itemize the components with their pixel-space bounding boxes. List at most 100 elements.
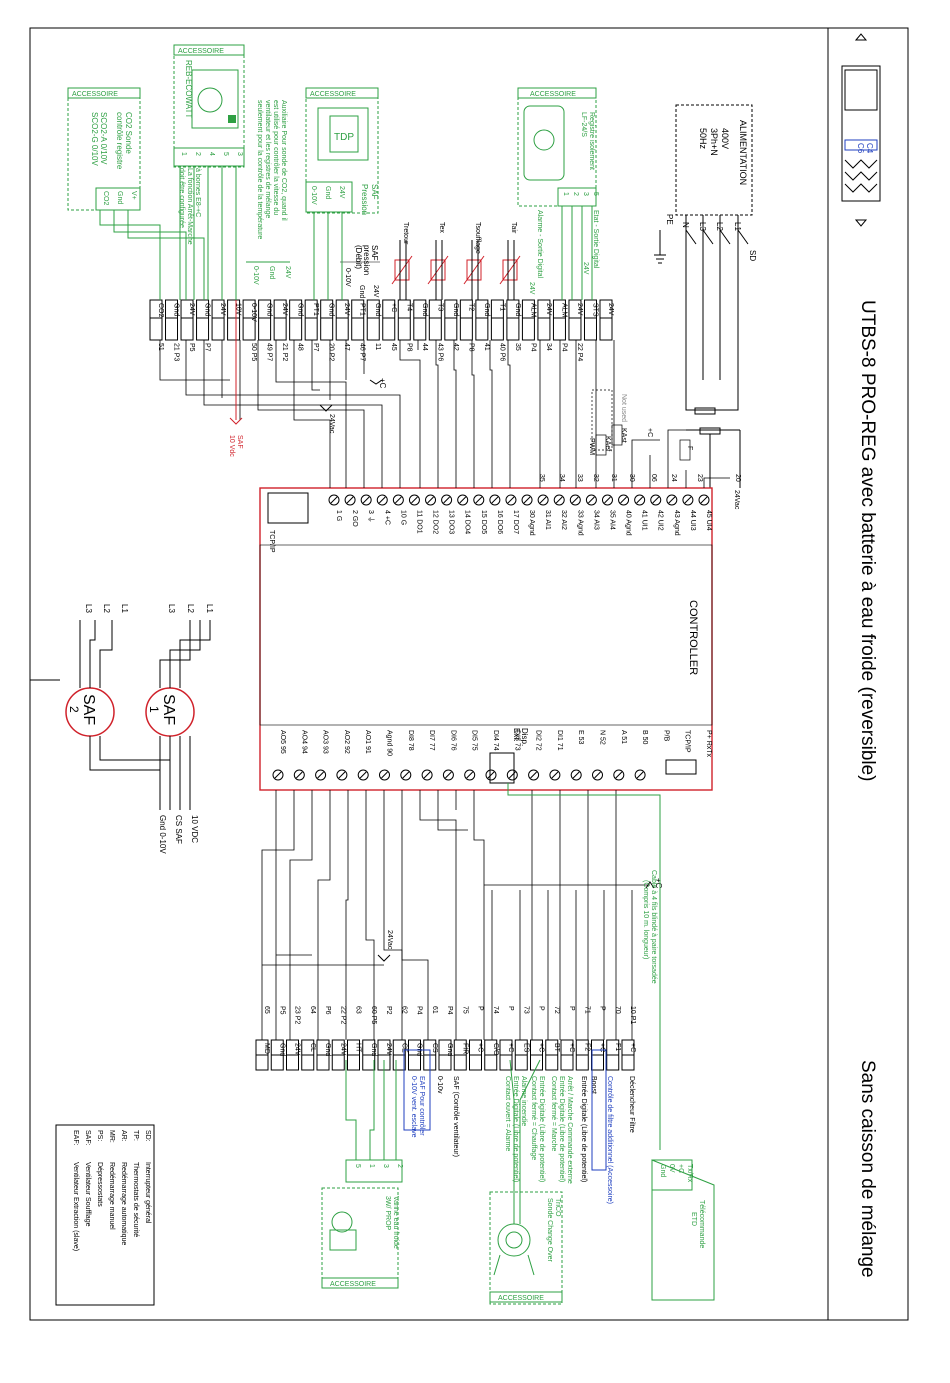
terminal-pin: +C <box>568 1043 575 1052</box>
terminal-block[interactable] <box>552 299 566 341</box>
rs-port[interactable] <box>665 759 697 775</box>
terminal-block[interactable] <box>475 299 489 341</box>
svg-text:F: F <box>686 446 693 450</box>
terminal-label: 43 Agnd <box>673 510 680 536</box>
terminal-block[interactable] <box>273 299 287 341</box>
screw-terminal[interactable] <box>457 494 469 506</box>
screw-terminal[interactable] <box>521 494 533 506</box>
screw-terminal[interactable] <box>441 494 453 506</box>
screw-terminal[interactable] <box>592 769 603 781</box>
terminal-block[interactable] <box>211 299 225 341</box>
screw-terminal[interactable] <box>485 769 497 781</box>
terminal-block[interactable] <box>568 299 582 341</box>
terminal-block[interactable] <box>320 299 334 341</box>
screw-terminal[interactable] <box>489 494 501 506</box>
screw-terminal[interactable] <box>553 494 565 506</box>
screw-terminal[interactable] <box>505 494 517 506</box>
screw-terminal[interactable] <box>528 769 540 781</box>
legend-desc: Redémarrage manuel <box>108 1162 115 1230</box>
svg-text:0-10V: 0-10V <box>252 266 259 285</box>
terminal-label: AO1 91 <box>364 730 371 754</box>
terminal-block[interactable] <box>428 299 442 341</box>
screw-terminal[interactable] <box>425 494 437 506</box>
screw-terminal[interactable] <box>666 494 678 506</box>
screw-terminal[interactable] <box>634 494 646 506</box>
terminal-number: 47 <box>343 343 350 351</box>
terminal-block[interactable] <box>397 299 411 341</box>
screw-terminal[interactable] <box>537 494 549 506</box>
terminal-number: 22 P2 <box>339 1006 346 1024</box>
svg-text:24V: 24V <box>372 285 379 298</box>
screw-terminal[interactable] <box>336 769 348 781</box>
terminal-block[interactable] <box>196 299 210 341</box>
screw-terminal[interactable] <box>613 769 625 781</box>
terminal-block[interactable] <box>537 299 551 341</box>
screw-terminal[interactable] <box>421 769 433 781</box>
terminal-block[interactable] <box>180 299 194 341</box>
terminal-block[interactable] <box>149 299 163 341</box>
screw-terminal[interactable] <box>315 769 327 781</box>
screw-terminal[interactable] <box>570 769 582 781</box>
screw-terminal[interactable] <box>344 494 356 506</box>
screw-terminal[interactable] <box>698 494 710 506</box>
terminal-block[interactable] <box>521 299 535 341</box>
screw-terminal[interactable] <box>473 494 485 506</box>
screw-terminal[interactable] <box>408 494 420 506</box>
terminal-label: 3 ⏚ <box>367 510 375 523</box>
screw-terminal[interactable] <box>376 494 388 506</box>
terminal-block[interactable] <box>351 299 365 341</box>
screw-terminal[interactable] <box>392 494 404 506</box>
terminal-number: 35 <box>538 474 545 482</box>
terminal-label: DI3 73 <box>513 730 520 751</box>
screw-terminal[interactable] <box>585 494 597 506</box>
terminal-block[interactable] <box>382 299 396 341</box>
terminal-block[interactable] <box>289 299 303 341</box>
terminal-pin: 24V <box>294 1043 301 1056</box>
screw-terminal[interactable] <box>293 769 305 781</box>
tcpip-port[interactable] <box>267 492 309 524</box>
terminal-label: AO5 95 <box>279 730 286 754</box>
screw-terminal[interactable] <box>272 769 284 781</box>
terminal-block[interactable] <box>490 299 504 341</box>
screw-terminal[interactable] <box>601 494 613 506</box>
screw-terminal[interactable] <box>357 769 369 781</box>
screw-terminal[interactable] <box>464 769 476 781</box>
terminal-number: 75 <box>461 1006 468 1014</box>
terminal-block[interactable] <box>506 299 520 341</box>
screw-terminal[interactable] <box>634 769 646 781</box>
screw-terminal[interactable] <box>650 494 662 506</box>
terminal-block[interactable] <box>444 299 458 341</box>
terminal-block[interactable] <box>459 299 473 341</box>
terminal-block[interactable] <box>583 299 597 341</box>
terminal-block[interactable] <box>366 299 380 341</box>
terminal-pin: PT1 <box>312 303 319 316</box>
terminal-label: A 51 <box>620 730 627 744</box>
terminal-pin: ALM <box>560 303 567 318</box>
terminal-block[interactable] <box>242 299 256 341</box>
terminal-block[interactable] <box>599 299 613 341</box>
legend-desc: Interrupteur général <box>144 1162 151 1224</box>
screw-terminal[interactable] <box>569 494 581 506</box>
screw-terminal[interactable] <box>549 769 561 781</box>
svg-text:Gnd: Gnd <box>324 186 331 199</box>
terminal-label: DI5 75 <box>471 730 478 751</box>
pin-label: +C <box>677 1164 684 1173</box>
terminal-block[interactable] <box>165 299 179 341</box>
screw-terminal[interactable] <box>360 494 372 506</box>
screw-terminal[interactable] <box>400 769 412 781</box>
terminal-block[interactable] <box>413 299 427 341</box>
svg-text:3Ph+N: 3Ph+N <box>709 128 719 156</box>
screw-terminal[interactable] <box>328 494 340 506</box>
screw-terminal[interactable] <box>618 494 630 506</box>
terminal-block[interactable] <box>258 299 272 341</box>
svg-text:L1: L1 <box>205 604 214 613</box>
screw-terminal[interactable] <box>442 769 454 781</box>
terminal-block[interactable] <box>304 299 318 341</box>
terminal-block[interactable] <box>227 299 241 341</box>
screw-terminal[interactable] <box>682 494 694 506</box>
terminal-pin: 24V <box>339 1043 346 1056</box>
screw-terminal[interactable] <box>379 769 390 781</box>
screw-terminal[interactable] <box>506 769 518 781</box>
ext-display-port[interactable] <box>489 752 515 784</box>
note-text: 0-10v <box>436 1076 443 1094</box>
